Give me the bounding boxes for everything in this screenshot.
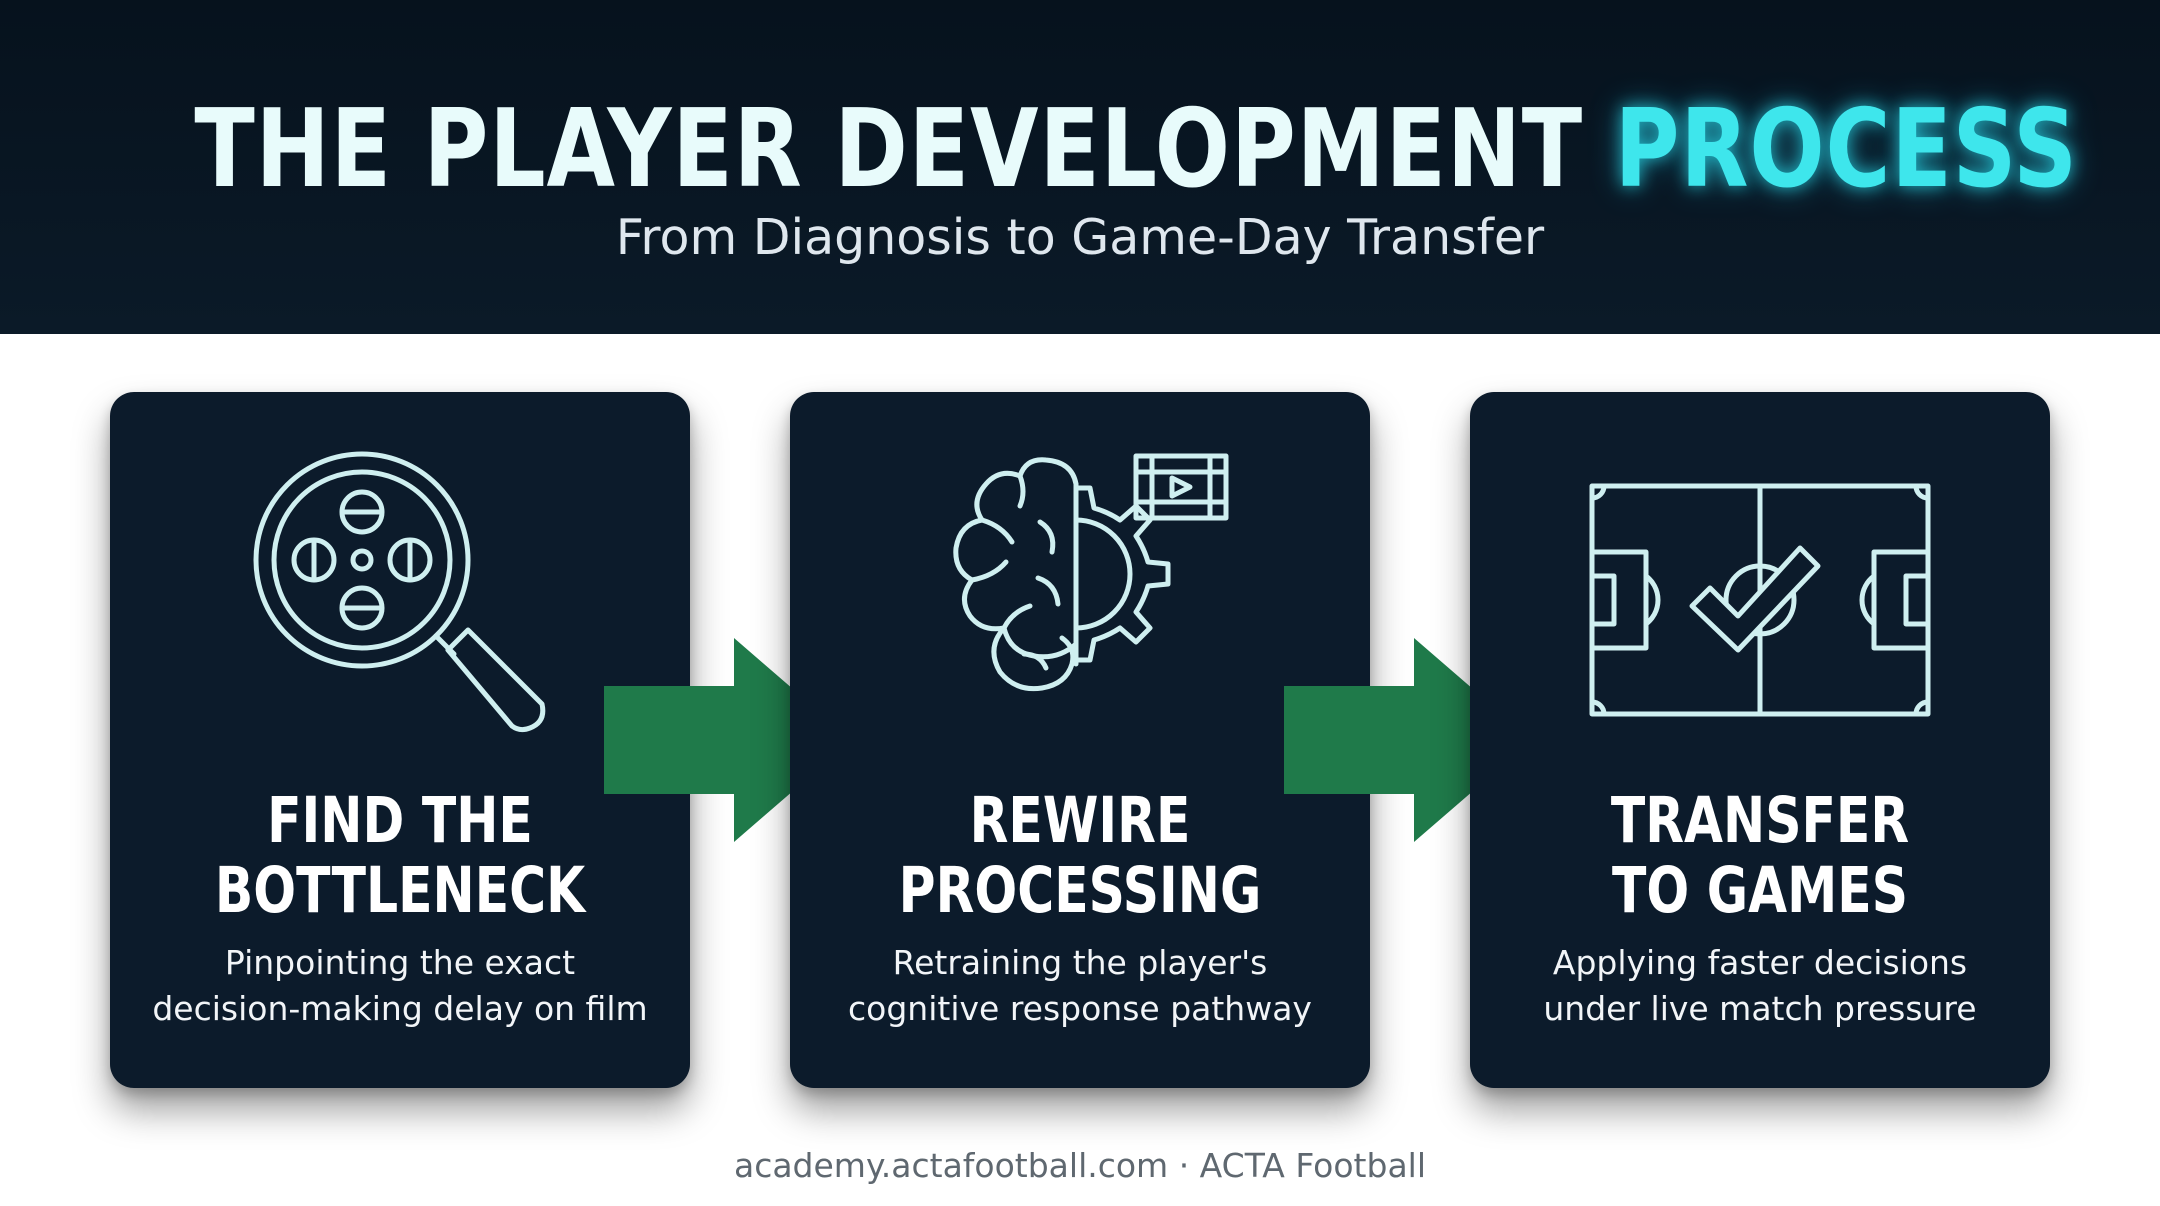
brain-gear-video-icon [953, 453, 1229, 692]
footer-credit: academy.actafootball.com · ACTA Football [733, 1146, 1427, 1185]
step-title: TRANSFER TO GAMES [1528, 786, 1992, 926]
title-main: THE PLAYER DEVELOPMENT [194, 87, 1584, 212]
step-description-line: Retraining the player's [892, 943, 1268, 982]
step-description: Applying faster decisions under live mat… [1470, 940, 2050, 1032]
step-card-rewire-processing: REWIRE PROCESSING Retraining the player'… [790, 392, 1370, 1088]
header-banner: THE PLAYER DEVELOPMENT PROCESS From Diag… [0, 0, 2160, 334]
step-description: Pinpointing the exact decision-making de… [110, 940, 690, 1032]
title-accent: PROCESS [1614, 87, 2078, 212]
step-title: FIND THE BOTTLENECK [168, 786, 632, 926]
page-title: THE PLAYER DEVELOPMENT PROCESS [194, 87, 2077, 212]
step-description-line: Pinpointing the exact [224, 943, 576, 982]
step-description-line: decision-making delay on film [152, 989, 648, 1028]
step-description-line: Applying faster decisions [1552, 943, 1968, 982]
step-title-line: FIND THE [267, 784, 533, 857]
magnifier-film-icon [253, 451, 546, 733]
step-card-find-bottleneck: FIND THE BOTTLENECK Pinpointing the exac… [110, 392, 690, 1088]
step-description: Retraining the player's cognitive respon… [790, 940, 1370, 1032]
step-title-line: REWIRE [969, 784, 1191, 857]
step-title-line: TO GAMES [1611, 854, 1909, 927]
step-title-line: TRANSFER [1610, 784, 1910, 857]
step-title-line: PROCESSING [898, 854, 1262, 927]
step-description-line: cognitive response pathway [848, 989, 1312, 1028]
pitch-checkmark-icon [1589, 483, 1931, 717]
step-title-line: BOTTLENECK [214, 854, 586, 927]
step-card-transfer-to-games: TRANSFER TO GAMES Applying faster decisi… [1470, 392, 2050, 1088]
page-subtitle: From Diagnosis to Game-Day Transfer [615, 209, 1545, 266]
step-title: REWIRE PROCESSING [848, 786, 1312, 926]
step-description-line: under live match pressure [1543, 989, 1977, 1028]
